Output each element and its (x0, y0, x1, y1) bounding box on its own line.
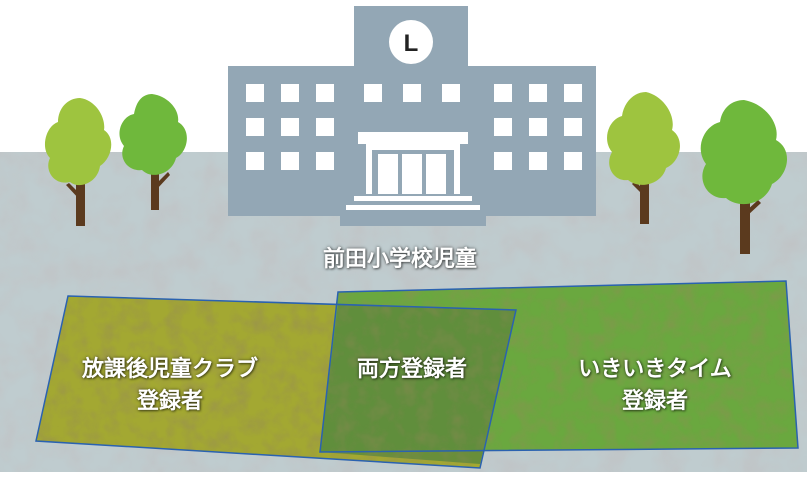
school-building: L (228, 6, 596, 226)
window (403, 84, 421, 102)
group-label-ikiiki-line1: いきいきタイム (578, 357, 732, 382)
clock-face (389, 20, 433, 64)
school-label: 前田小学校児童 (322, 247, 477, 272)
window (529, 84, 547, 102)
window (529, 118, 547, 136)
window (281, 84, 299, 102)
field-left-border (35, 295, 517, 469)
window-grid (246, 84, 582, 170)
field-right-border (319, 280, 799, 453)
field-overlap-texture (320, 304, 516, 464)
group-label-ikiiki-line2: 登録者 (621, 388, 688, 414)
window (364, 84, 382, 102)
clock-hands: L (404, 30, 419, 57)
window (494, 84, 512, 102)
group-label-club-line2: 登録者 (136, 388, 203, 414)
window (494, 152, 512, 170)
tree-right-1 (607, 92, 680, 224)
group-label-club: 放課後児童クラブ 登録者 (40, 354, 300, 418)
window (494, 118, 512, 136)
window (442, 84, 460, 102)
window (564, 84, 582, 102)
window (246, 118, 264, 136)
group-label-club-line1: 放課後児童クラブ (81, 357, 258, 382)
window (316, 118, 334, 136)
window (281, 152, 299, 170)
window (529, 152, 547, 170)
group-label-both: 両方登録者 (356, 357, 467, 382)
window (246, 84, 264, 102)
window (564, 152, 582, 170)
window (316, 84, 334, 102)
window (316, 152, 334, 170)
tree-left-1 (44, 98, 112, 226)
window (564, 118, 582, 136)
group-label-ikiiki: いきいきタイム 登録者 (530, 354, 780, 418)
window (246, 152, 264, 170)
tree-left-2 (119, 94, 187, 210)
window (281, 118, 299, 136)
tree-right-2 (700, 100, 788, 254)
